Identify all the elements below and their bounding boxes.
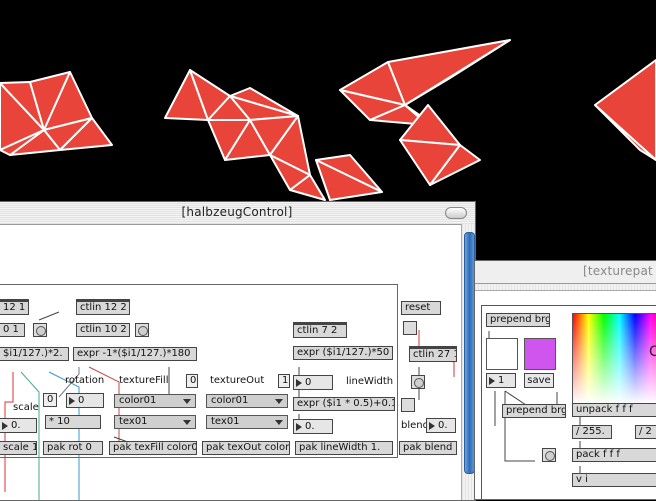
red-triangle xyxy=(429,144,481,186)
rotation-int[interactable]: 0 xyxy=(43,393,57,407)
divide-2-object[interactable]: / 2 xyxy=(635,425,656,439)
color-out-menu[interactable]: color01 xyxy=(206,394,288,408)
multiply-10-object[interactable]: * 10 xyxy=(45,415,101,429)
expr-linewidth-scale-object[interactable]: expr ($i1 * 0.5)+0.1 xyxy=(293,397,395,411)
tex-fill-menu-value: tex01 xyxy=(119,416,148,427)
blend-label: blend xyxy=(401,420,429,431)
tex-out-menu-value: tex01 xyxy=(211,416,240,427)
pack-fff-object[interactable]: pack f f f xyxy=(572,448,656,462)
v-i-object[interactable]: v i xyxy=(572,473,656,487)
ctlin-7-2-object[interactable]: ctlin 7 2 xyxy=(293,322,347,338)
ctlin-10-1-object[interactable]: 0 1 xyxy=(0,323,25,337)
chevron-down-icon xyxy=(183,399,191,404)
reset-message[interactable]: reset xyxy=(401,301,441,315)
int-number-box[interactable]: 1 xyxy=(486,373,516,388)
scale-number[interactable]: 0. xyxy=(0,418,37,433)
save-button[interactable]: save xyxy=(524,373,554,388)
unpack-fff-object[interactable]: unpack f f f xyxy=(572,403,656,417)
red-triangle-shapes xyxy=(0,39,656,201)
red-triangle xyxy=(59,117,113,151)
red-triangle xyxy=(289,174,326,201)
blend-toggle[interactable] xyxy=(401,398,415,412)
pak-rot-object[interactable]: pak rot 0 xyxy=(43,441,103,455)
red-triangle xyxy=(594,59,656,161)
pak-blend-object[interactable]: pak blend 1. xyxy=(399,441,457,455)
scale-label: scale xyxy=(13,402,39,413)
bang-blend[interactable] xyxy=(411,375,425,389)
texturefill-int[interactable]: 0 xyxy=(186,374,198,388)
window-title: [texturepat xyxy=(583,264,653,278)
color-swatch-white[interactable] xyxy=(486,338,518,370)
linewidth-label: lineWidth xyxy=(346,376,394,387)
window-title: [halbzeugControl] xyxy=(181,205,293,219)
rotation-label: rotation xyxy=(65,375,105,386)
pak-scale-object[interactable]: scale 1. xyxy=(0,441,37,455)
ctlin-12-2-object[interactable]: ctlin 12 2 xyxy=(76,299,130,315)
prepend-brgb-bottom[interactable]: prepend brgb xyxy=(502,404,566,418)
bang-rotation[interactable] xyxy=(135,323,149,337)
toolbar-toggle-button[interactable] xyxy=(445,207,467,219)
textureout-label: textureOut xyxy=(210,375,265,386)
ctlin-12-1-object[interactable]: 12 1 xyxy=(0,299,29,315)
pak-texfill-object[interactable]: pak texFill color01 xyxy=(109,441,197,455)
color-fill-menu-value: color01 xyxy=(119,395,157,406)
bang-left[interactable] xyxy=(33,323,47,337)
reset-toggle[interactable] xyxy=(403,321,417,335)
expr-rotation-object[interactable]: expr -1*($i1/127.)*180 xyxy=(73,347,197,361)
color-swatch-magenta[interactable] xyxy=(524,338,556,370)
texturepat-window: [texturepat prepend brgb 1 save C prepen… xyxy=(474,260,656,500)
color-picker[interactable] xyxy=(572,313,656,405)
patch-cords xyxy=(4,311,455,500)
divide-255-object[interactable]: / 255. xyxy=(572,425,612,439)
textureout-int[interactable]: 1 xyxy=(278,374,290,388)
linewidth-number[interactable]: 0 xyxy=(293,375,333,390)
triangle-animation-canvas xyxy=(0,39,656,201)
red-triangle xyxy=(594,104,656,161)
expr-linewidth-object[interactable]: expr ($i1/127.)*50 xyxy=(293,346,393,360)
ctlin-27-1-object[interactable]: ctlin 27 1 xyxy=(409,346,457,362)
prepend-brgb-top[interactable]: prepend brgb xyxy=(486,313,550,327)
bang-pack[interactable] xyxy=(542,448,556,462)
ctlin-10-2-object[interactable]: ctlin 10 2 xyxy=(76,323,130,337)
pak-linewidth-object[interactable]: pak lineWidth 1. xyxy=(295,441,393,455)
texturefill-label: textureFill xyxy=(119,375,169,386)
rotation-number[interactable]: 0 xyxy=(66,393,104,408)
subpatch-frame xyxy=(481,305,656,499)
red-triangle xyxy=(404,39,511,106)
blend-number[interactable]: 0. xyxy=(426,418,456,433)
window-titlebar[interactable]: [texturepat xyxy=(475,261,656,284)
color-out-menu-value: color01 xyxy=(211,395,249,406)
tex-out-menu[interactable]: tex01 xyxy=(206,415,288,429)
window-titlebar[interactable]: [halbzeugControl] xyxy=(0,202,475,225)
red-triangle xyxy=(387,39,511,106)
color-fill-menu[interactable]: color01 xyxy=(114,394,196,408)
red-triangle xyxy=(315,159,383,201)
red-triangle xyxy=(0,129,45,156)
horizontal-scrollbar[interactable] xyxy=(475,284,656,291)
subpatch-frame xyxy=(0,284,398,458)
pak-texout-object[interactable]: pak texOut color01 xyxy=(202,441,290,455)
expr-linewidth-number[interactable]: 0. xyxy=(293,419,333,434)
expr-scale-object[interactable]: $i1/127.)*2. xyxy=(0,347,69,361)
chevron-down-icon xyxy=(275,399,283,404)
chevron-down-icon xyxy=(275,420,283,425)
chevron-down-icon xyxy=(183,420,191,425)
tex-fill-menu[interactable]: tex01 xyxy=(114,415,196,429)
halbzeug-control-window: [halbzeugControl] 12 1 0 1 $i1/127.)*2. … xyxy=(0,201,476,501)
picker-label: C xyxy=(649,344,656,360)
